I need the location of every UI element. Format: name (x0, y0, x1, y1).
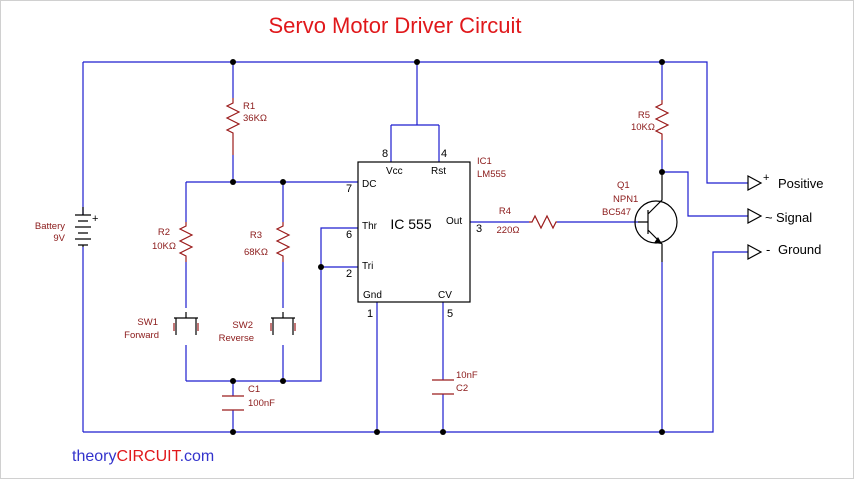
pin-5-number: 5 (447, 308, 453, 320)
battery-name: Battery (35, 221, 65, 232)
c1-name: C1 (248, 384, 260, 395)
r5-value: 10KΩ (631, 122, 655, 133)
r4-name: R4 (499, 206, 511, 217)
transistor-q1 (634, 172, 678, 262)
r1-name: R1 (243, 101, 255, 112)
pin-rst-label: Rst (431, 166, 446, 177)
ground-label: Ground (778, 242, 821, 257)
wires (82, 61, 748, 433)
capacitor-c2 (432, 379, 454, 395)
c2-name: C2 (456, 383, 468, 394)
resistor-r4 (529, 214, 557, 230)
resistor-r3 (275, 222, 291, 262)
r2-name: R2 (158, 227, 170, 238)
resistor-r1 (225, 98, 241, 155)
positive-label: Positive (778, 176, 824, 191)
signal-label: Signal (776, 210, 812, 225)
pin-3-number: 3 (476, 223, 482, 235)
resistor-r5 (654, 100, 670, 140)
ic-555-body (357, 161, 471, 303)
sw1-name: SW1 (137, 317, 158, 328)
r3-name: R3 (250, 230, 262, 241)
brand-part3: .com (180, 448, 215, 465)
pin-6-number: 6 (346, 229, 352, 241)
battery-plus: + (92, 213, 98, 225)
pin-2-number: 2 (346, 268, 352, 280)
junction-dots (230, 59, 665, 435)
pin-thr-label: Thr (362, 221, 378, 232)
battery-value: 9V (53, 233, 65, 244)
ground-terminal-arrow (747, 243, 763, 261)
r2-value: 10KΩ (152, 241, 176, 252)
c2-value: 10nF (456, 370, 478, 381)
sw2-name: SW2 (232, 320, 253, 331)
ic-body-label: IC 555 (390, 216, 431, 232)
r3-value: 68KΩ (244, 247, 268, 258)
pin-1-number: 1 (367, 308, 373, 320)
ic1-value: LM555 (477, 169, 506, 180)
r1-value: 36KΩ (243, 113, 267, 124)
battery-symbol (75, 207, 91, 247)
q1-type: NPN1 (613, 194, 638, 205)
ground-symbol: - (766, 242, 770, 257)
sw2-value: Reverse (219, 333, 254, 344)
c1-value: 100nF (248, 398, 275, 409)
signal-symbol: ~ (765, 210, 773, 225)
pin-4-number: 4 (441, 148, 447, 160)
r5-name: R5 (638, 110, 650, 121)
pin-7-number: 7 (346, 183, 352, 195)
pin-out-label: Out (446, 216, 462, 227)
brand-part1: theory (72, 448, 116, 465)
r4-value: 220Ω (497, 225, 520, 236)
resistor-r2 (178, 222, 194, 262)
ic1-name: IC1 (477, 156, 492, 167)
pin-dc-label: DC (362, 179, 376, 190)
pin-cv-label: CV (438, 290, 452, 301)
pin-tri-label: Tri (362, 261, 373, 272)
q1-name: Q1 (617, 180, 630, 191)
switch-sw1 (173, 312, 199, 335)
q1-value: BC547 (602, 207, 631, 218)
positive-terminal-arrow (747, 174, 763, 192)
brand-logo: theoryCIRCUIT.com (72, 448, 214, 465)
brand-part2: CIRCUIT (116, 448, 181, 465)
pin-gnd-label: Gnd (363, 290, 382, 301)
diagram-title: Servo Motor Driver Circuit (268, 13, 521, 38)
pin-8-number: 8 (382, 148, 388, 160)
sw1-value: Forward (124, 330, 159, 341)
capacitor-c1 (222, 395, 244, 411)
pin-vcc-label: Vcc (386, 166, 403, 177)
switch-sw2 (270, 312, 296, 335)
positive-symbol: + (763, 172, 769, 184)
signal-terminal-arrow (747, 207, 763, 225)
